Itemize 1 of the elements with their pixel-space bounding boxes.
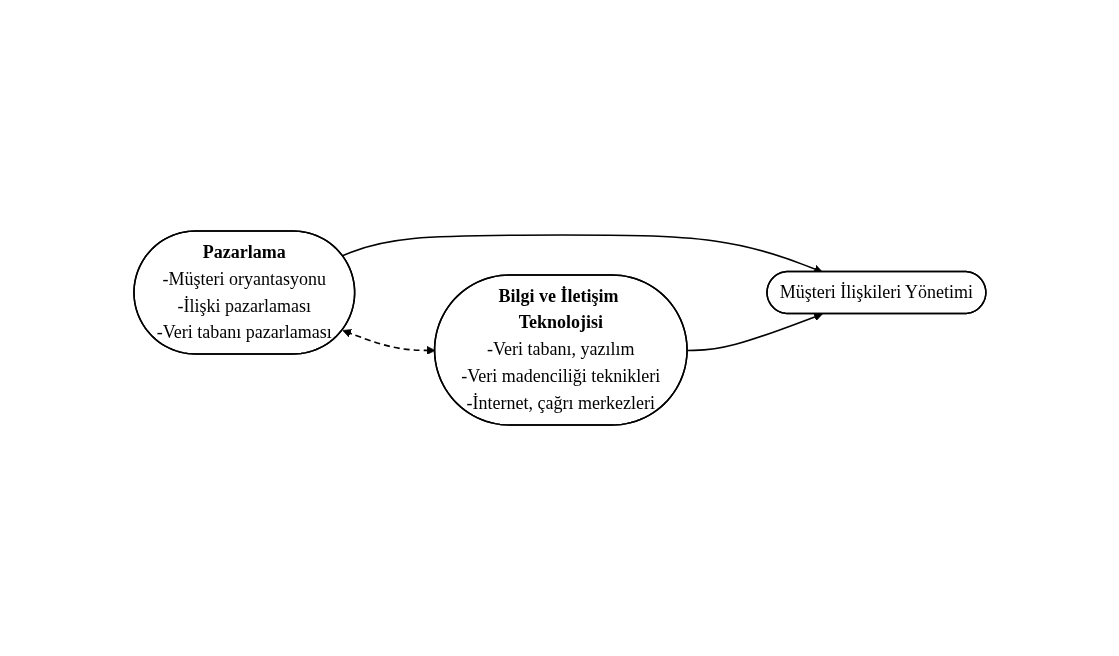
arrow bbox=[686, 312, 823, 352]
